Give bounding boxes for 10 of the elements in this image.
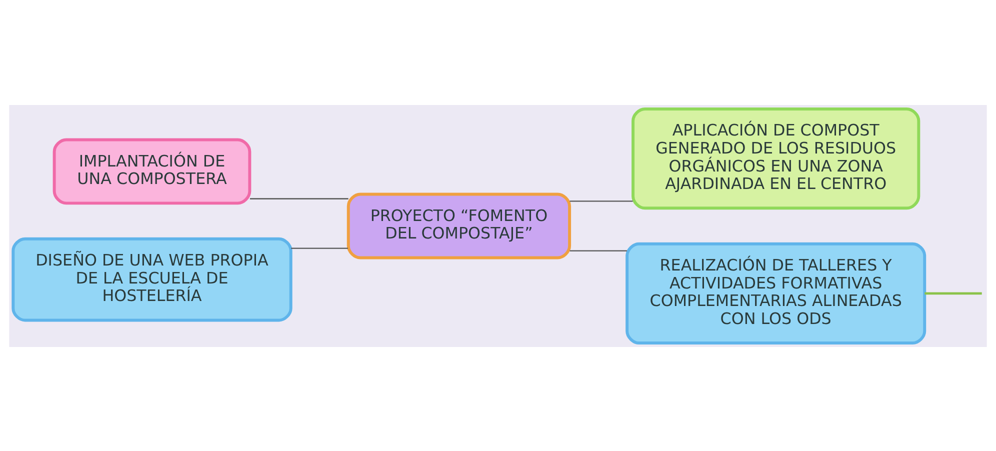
connector [250,198,348,199]
connector [570,200,633,202]
connector [924,292,982,294]
node-box: REALIZACIÓN DE TALLERES Y ACTIVIDADES FORMATIVAS COMPLEMENTARIAS ALINEADAS CON LOS ODS [626,242,926,344]
connector [291,247,348,248]
node-box: DISEÑO DE UNA WEB PROPIA DE LA ESCUELA DE HOSTELERÍA [12,236,292,322]
connector [570,250,627,251]
node-box: APLICACIÓN DE COMPOST GENERADO DE LOS RESIDUOS ORGÁNICOS EN UNA ZONA AJARDINADA EN EL CENTRO [632,106,920,210]
node-box: PROYECTO “FOMENTO DEL COMPOSTAJE” [346,192,572,259]
node-box: IMPLANTACIÓN DE UNA COMPOSTERA [52,138,252,204]
